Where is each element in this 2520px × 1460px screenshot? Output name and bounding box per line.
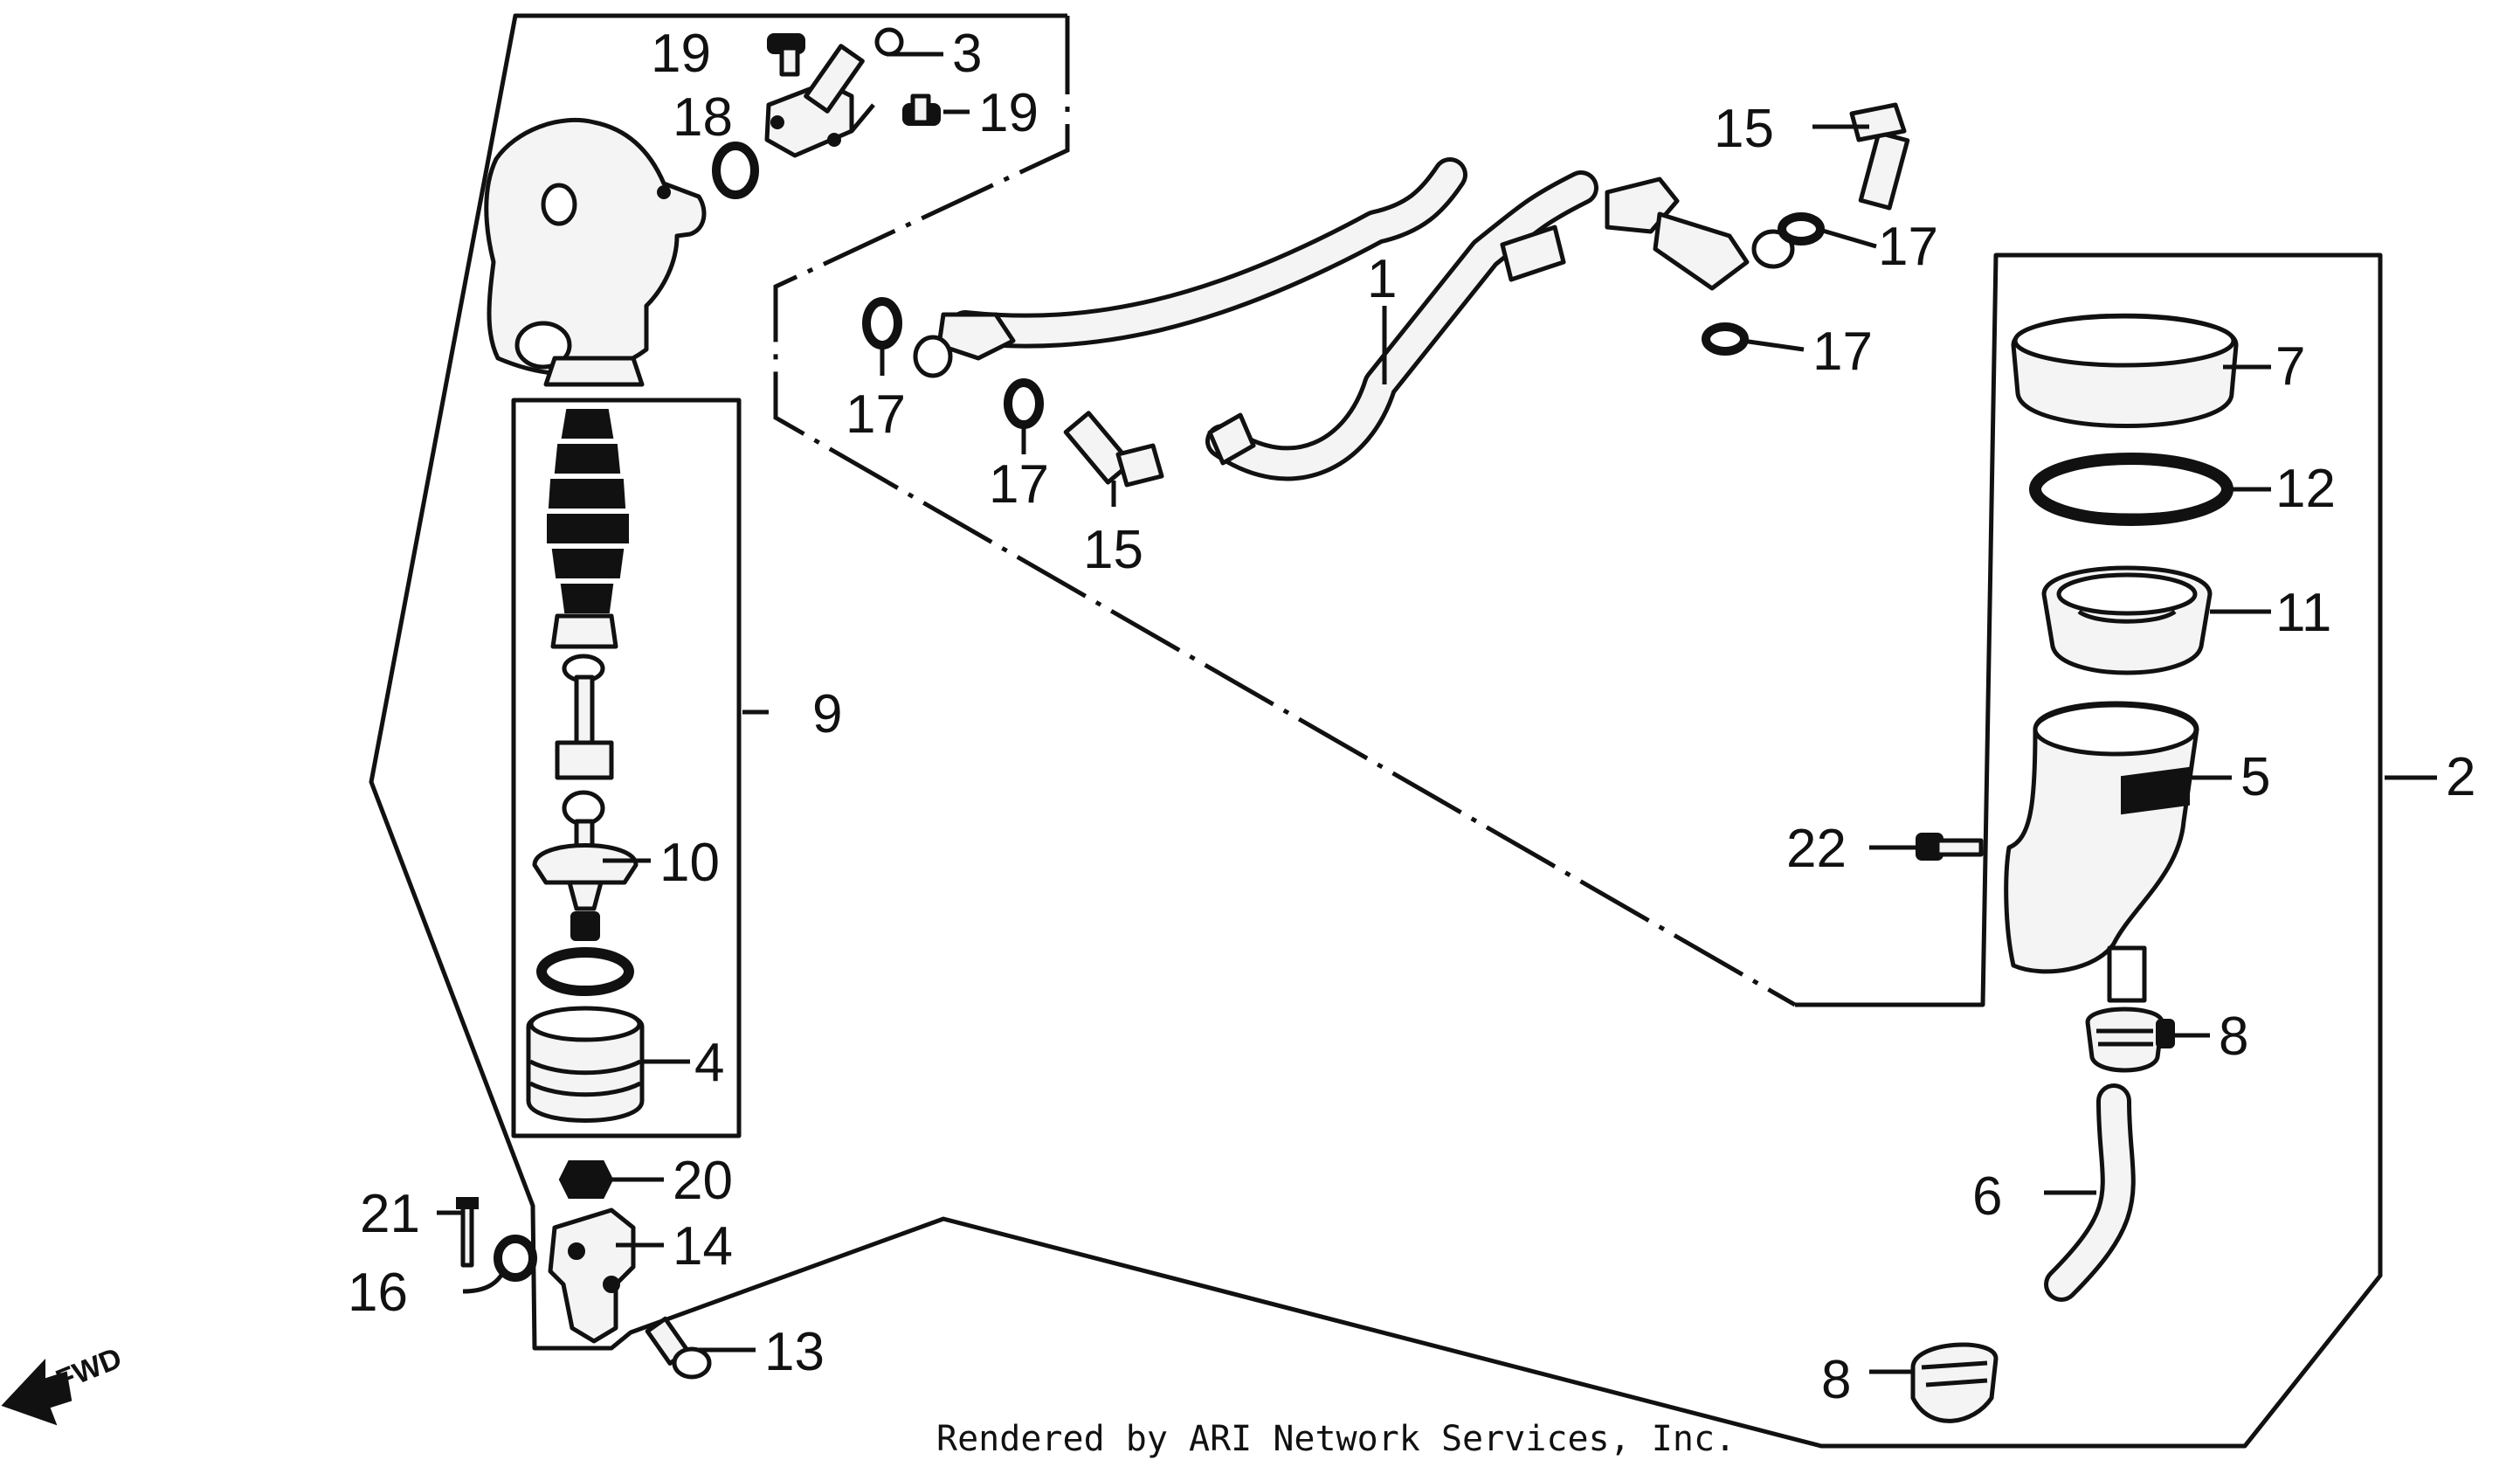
- callout-19-top: 19: [651, 24, 711, 84]
- hose-clamp-part-8-bottom: [1910, 1342, 1999, 1423]
- callout-14: 14: [673, 1216, 733, 1277]
- callout-10: 10: [659, 833, 720, 893]
- diaphragm-part-11: [2041, 565, 2213, 675]
- callout-12: 12: [2275, 459, 2336, 519]
- callout-15-top: 15: [1714, 99, 1774, 159]
- callout-17-c: 17: [846, 384, 906, 445]
- callout-8-top: 8: [2219, 1007, 2248, 1067]
- callout-13: 13: [764, 1322, 825, 1382]
- washer-part-17-a: [1778, 212, 1825, 246]
- callout-3: 3: [952, 24, 982, 84]
- banjo-bolt-part-15-bottom: [1063, 411, 1164, 488]
- rubber-boot: [547, 409, 629, 613]
- forward-direction-indicator: FWD: [1, 1341, 127, 1426]
- piston-parts: [532, 613, 639, 996]
- boot-part-4: [526, 1006, 645, 1123]
- callout-1: 1: [1367, 249, 1397, 309]
- callout-15-bottom: 15: [1083, 520, 1143, 580]
- callout-7: 7: [2275, 336, 2305, 397]
- callout-2: 2: [2446, 747, 2475, 807]
- assembly-frame-dash: [773, 16, 1797, 1007]
- fwd-label: FWD: [52, 1341, 127, 1397]
- callout-5: 5: [2240, 747, 2270, 807]
- washer-part-17-b: [1702, 322, 1749, 356]
- footer-credit: Rendered by ARI Network Services, Inc.: [936, 1419, 1736, 1459]
- washer-part-16: [494, 1235, 537, 1282]
- o-ring-part-18: [712, 142, 759, 199]
- screw-part-22: [1916, 833, 1984, 861]
- master-cylinder-body: [484, 117, 707, 387]
- callout-6: 6: [1972, 1166, 2002, 1227]
- washer-part-17-d: [1004, 378, 1044, 429]
- callout-18: 18: [673, 87, 733, 148]
- assembly-frame-left: [369, 13, 2383, 1449]
- brake-hose-part-1: [913, 157, 1795, 481]
- callout-16: 16: [348, 1263, 408, 1323]
- hose-clamp-part-8-top: [2085, 1007, 2175, 1073]
- plate-part-12: [2029, 453, 2233, 526]
- callout-4: 4: [694, 1033, 724, 1093]
- reservoir-hose-part-6: [2044, 1083, 2136, 1302]
- callout-17-b: 17: [1812, 322, 1873, 382]
- nut-part-20: [558, 1160, 614, 1199]
- callout-numbers: 1 2 3 4 5 6 7 8 8 9 10 11 12 13 14 15 15…: [348, 24, 2475, 1410]
- callout-20: 20: [673, 1151, 733, 1211]
- callout-9: 9: [812, 684, 842, 744]
- callout-11: 11: [2275, 583, 2331, 643]
- callout-8-bottom: 8: [1821, 1350, 1851, 1410]
- callout-19-right: 19: [978, 83, 1039, 143]
- joint-part-14: [548, 1207, 636, 1344]
- leader-lines: [437, 52, 2437, 1374]
- callout-22: 22: [1786, 819, 1847, 879]
- callout-21: 21: [360, 1184, 420, 1244]
- callout-17-d: 17: [989, 454, 1049, 515]
- bolt-part-19-right: [902, 93, 941, 126]
- callout-17-a: 17: [1878, 217, 1938, 277]
- bolt-part-19-top: [767, 33, 805, 77]
- banjo-bolt-part-15-top: [1849, 102, 1910, 211]
- fwd-arrow-icon: [1, 1358, 72, 1426]
- pin-part-21: [456, 1197, 479, 1268]
- subassembly-frame-9: [511, 398, 742, 1138]
- bolt-part-13: [645, 1316, 712, 1380]
- reservoir-cap-part-7: [2011, 313, 2239, 428]
- washer-part-17-c: [862, 297, 902, 349]
- reservoir-part-5: [2004, 701, 2199, 1003]
